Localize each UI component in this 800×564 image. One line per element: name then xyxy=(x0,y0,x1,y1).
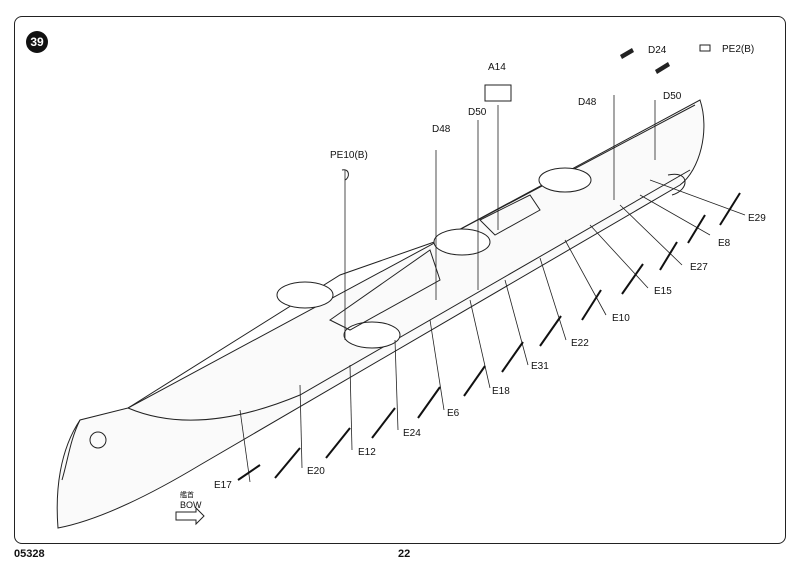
anchor-hawse xyxy=(89,431,107,449)
label-e22: E22 xyxy=(571,338,589,349)
label-pe10b: PE10(B) xyxy=(330,150,368,161)
hull-side xyxy=(56,99,705,529)
part-pe10b-davit xyxy=(341,169,349,181)
label-d50-b: D50 xyxy=(663,91,682,102)
stem xyxy=(61,419,81,481)
label-d48-b: D48 xyxy=(432,124,451,135)
leader-e24 xyxy=(394,339,399,431)
barbette-aft xyxy=(538,167,592,193)
label-e29: E29 xyxy=(748,213,766,224)
rudder xyxy=(667,173,686,196)
label-e20: E20 xyxy=(307,466,325,477)
label-e27: E27 xyxy=(690,262,708,273)
barbette-2 xyxy=(343,321,401,349)
label-e6: E6 xyxy=(447,408,460,419)
barbette-fwd xyxy=(276,281,334,309)
bow-label-en: BOW xyxy=(180,500,202,510)
leader-e10 xyxy=(564,239,607,316)
part-pe2b xyxy=(699,44,711,52)
deckhouse xyxy=(479,194,541,236)
label-d48-a: D48 xyxy=(578,97,597,108)
leader-e6 xyxy=(429,319,445,411)
leader-e12 xyxy=(349,364,353,451)
page-frame xyxy=(14,16,786,544)
leader-e20 xyxy=(299,384,303,469)
part-d24-gun xyxy=(620,48,634,59)
label-e31: E31 xyxy=(531,361,549,372)
leader-e18 xyxy=(469,299,491,389)
bow-arrow xyxy=(175,506,205,526)
label-e18: E18 xyxy=(492,386,510,397)
superstructure xyxy=(329,249,441,331)
step-number-badge: 39 xyxy=(26,31,48,53)
leader-e15 xyxy=(589,224,649,289)
label-e8: E8 xyxy=(718,238,731,249)
leader-e8 xyxy=(639,194,711,236)
bow-label-jp: 艦首 xyxy=(180,492,194,499)
barbette-3 xyxy=(433,228,491,256)
label-e24: E24 xyxy=(403,428,421,439)
label-a14: A14 xyxy=(488,62,506,73)
deck-inner-edge xyxy=(127,169,691,421)
leader-e27 xyxy=(619,204,683,266)
label-e12: E12 xyxy=(358,447,376,458)
leader-e29 xyxy=(649,179,746,216)
label-d50-a: D50 xyxy=(468,107,487,118)
leader-e17 xyxy=(239,409,251,483)
leader-e31 xyxy=(504,279,529,366)
label-e17: E17 xyxy=(214,480,232,491)
part-a14-grating xyxy=(484,84,512,102)
label-d24: D24 xyxy=(648,45,667,56)
label-e15: E15 xyxy=(654,286,672,297)
label-e10: E10 xyxy=(612,313,630,324)
page-number: 22 xyxy=(398,548,411,560)
label-pe2b: PE2(B) xyxy=(722,44,755,55)
product-code: 05328 xyxy=(14,548,45,560)
leader-e22 xyxy=(539,257,567,341)
part-d24-gun-2 xyxy=(655,62,670,74)
